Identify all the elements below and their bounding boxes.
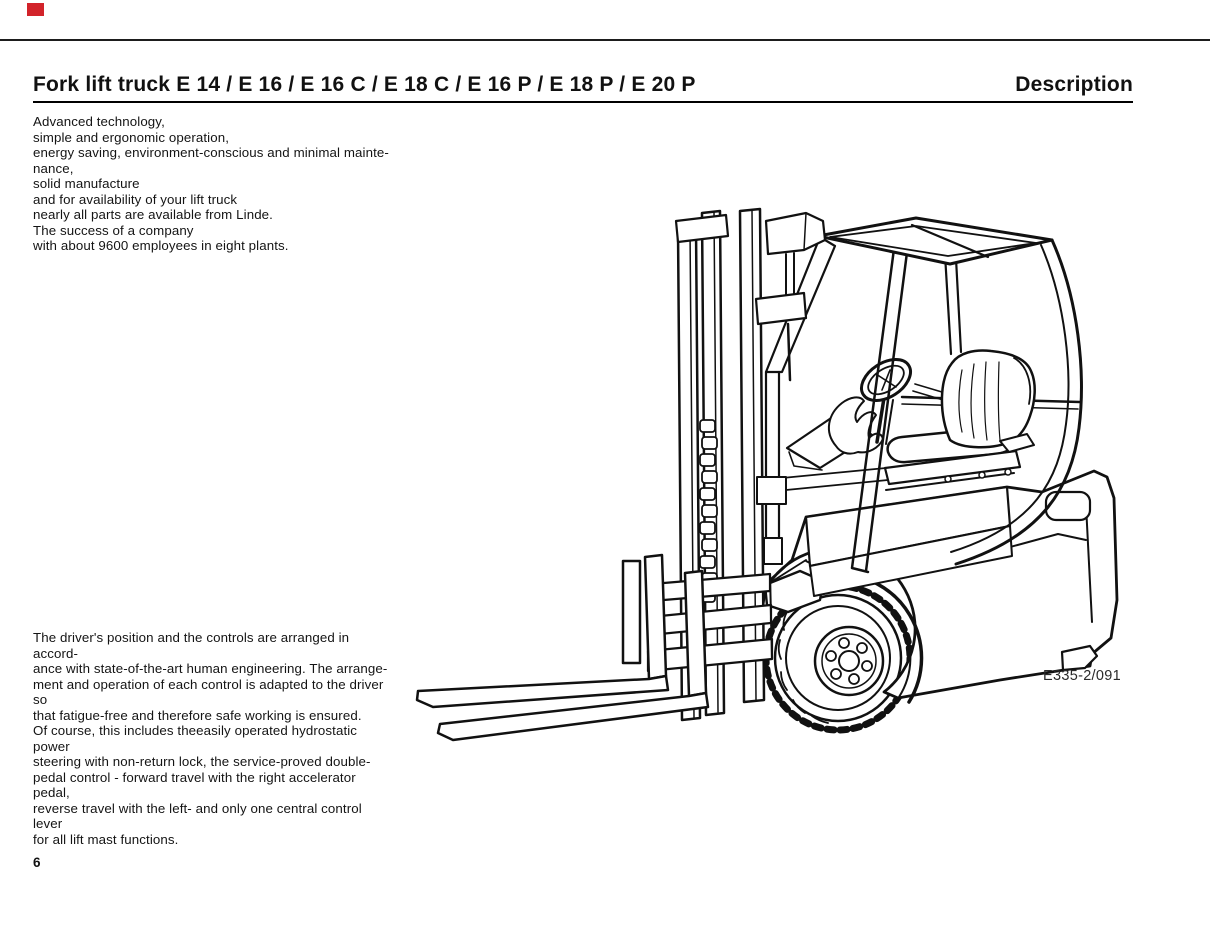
page-title: Fork lift truck E 14 / E 16 / E 16 C / E…: [33, 73, 696, 96]
title-rule: [33, 101, 1133, 103]
steering-wheel: [860, 358, 912, 445]
intro-paragraph: Advanced technology, simple and ergonomi…: [33, 114, 389, 253]
drive-wheel: [762, 582, 914, 734]
driver-seat: [883, 349, 1036, 491]
forks: [415, 553, 710, 742]
figure-label: E335-2/091: [1043, 668, 1121, 684]
overhead-guard-roof: [816, 216, 1054, 266]
battery-compartment: [781, 467, 1013, 597]
red-corner-marker: [27, 3, 44, 16]
forklift-illustration: [415, 207, 1119, 742]
page-number: 6: [33, 855, 41, 870]
section-title: Description: [1015, 73, 1133, 96]
fork-carriage: [621, 559, 774, 673]
top-rule: [0, 39, 1210, 41]
body-paragraph: The driver's position and the controls a…: [33, 630, 388, 847]
